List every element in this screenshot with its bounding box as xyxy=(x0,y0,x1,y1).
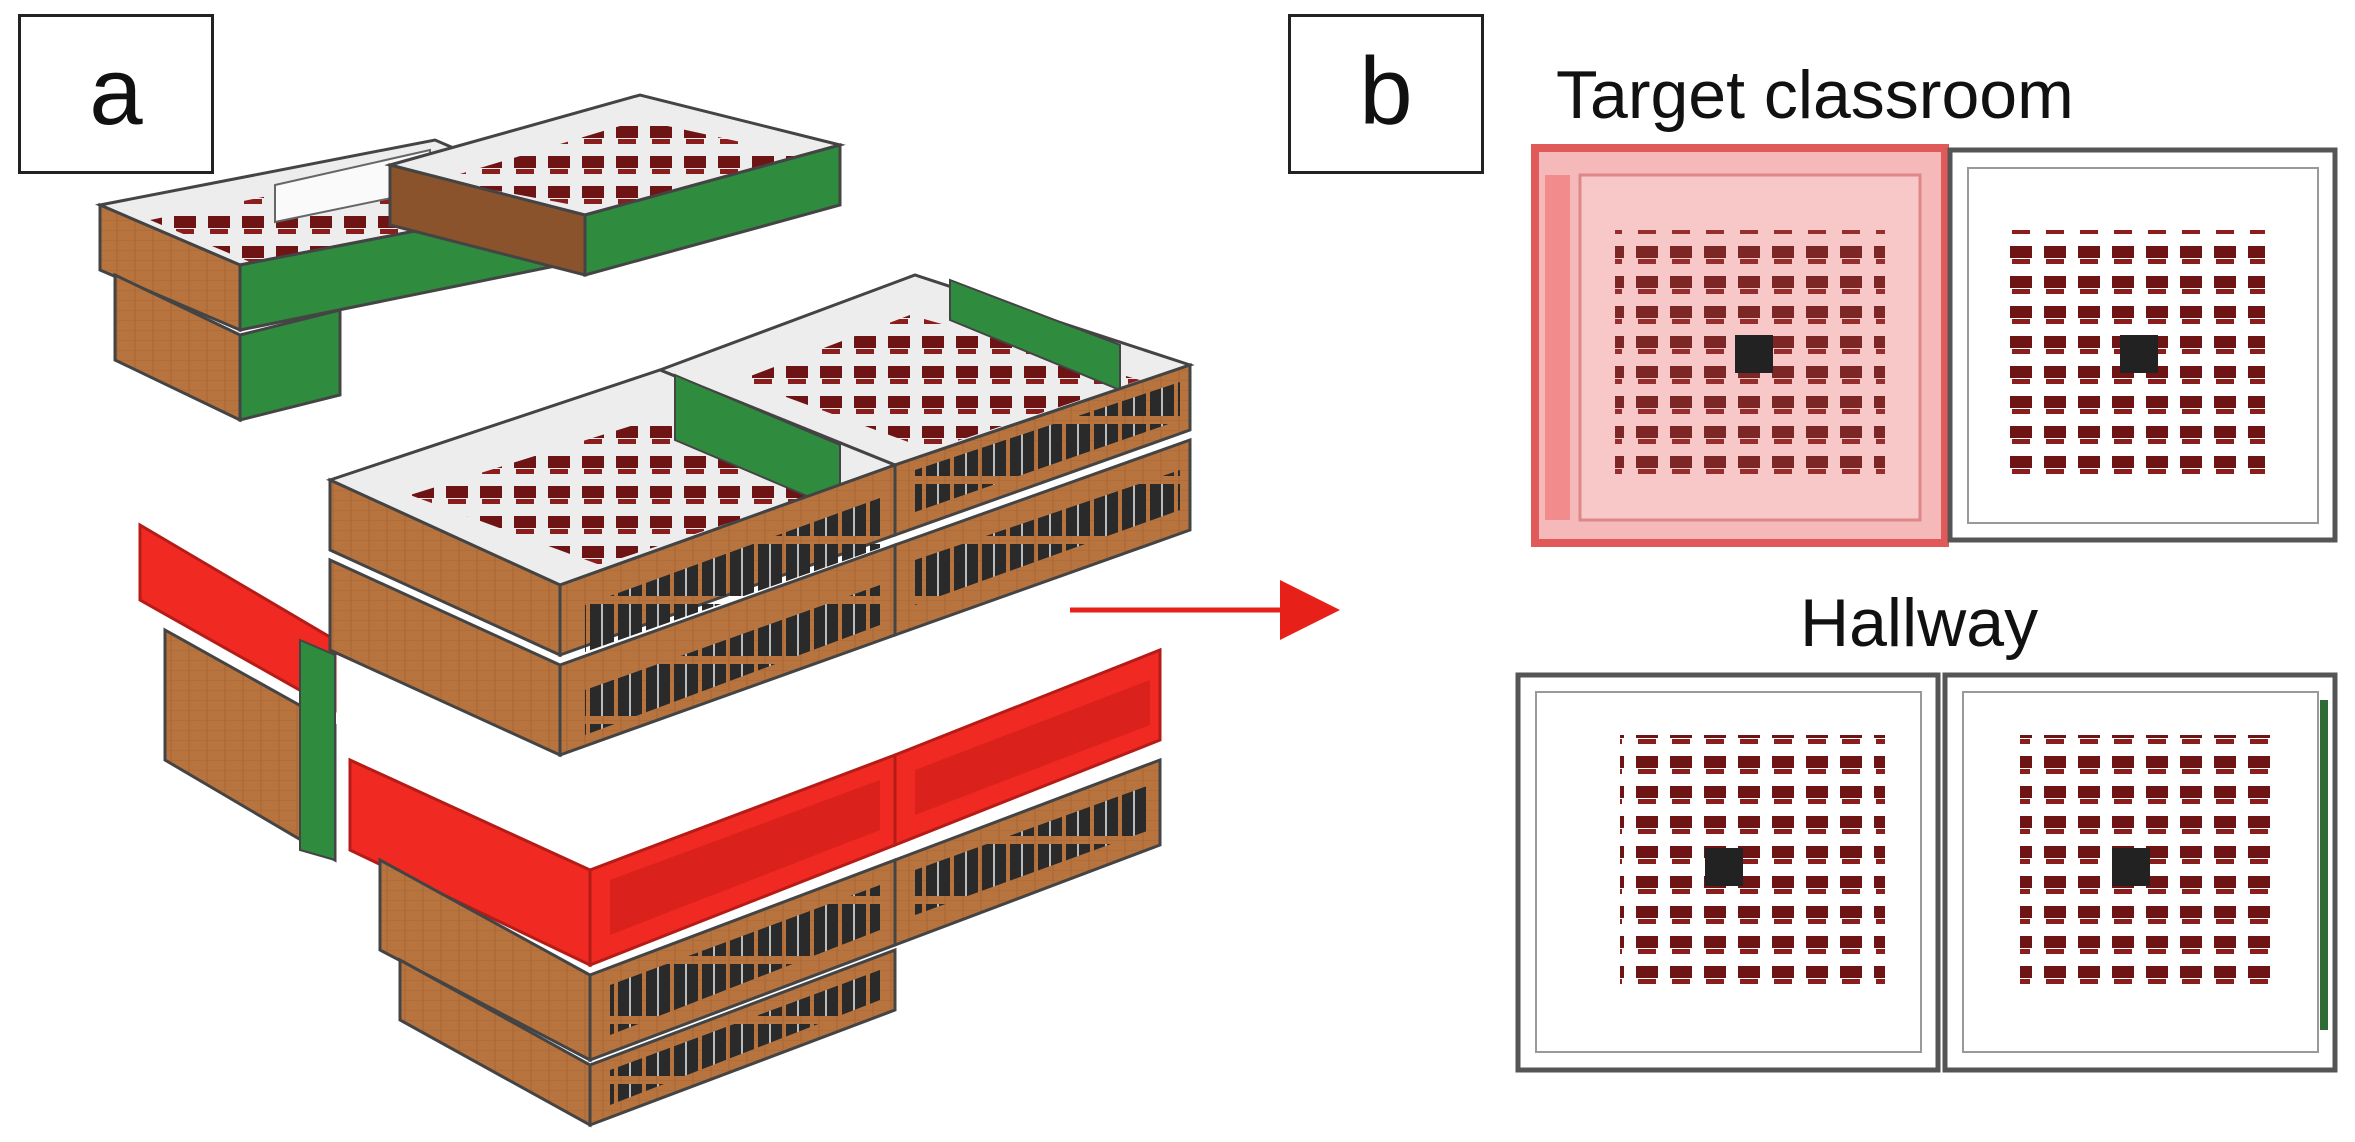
hallway-label: Hallway xyxy=(1800,585,2039,661)
panel-b-label-box: b xyxy=(1288,14,1484,174)
lower-floors xyxy=(378,757,1162,1128)
neighbor-classroom-plan-top xyxy=(1947,147,2338,543)
second-floor xyxy=(328,437,1192,758)
target-classroom-label: Target classroom xyxy=(1556,57,2074,133)
panel-a-label: a xyxy=(89,38,143,145)
hallway-classroom-plan-left xyxy=(1515,672,1941,1073)
back-right-top-room xyxy=(655,273,1195,538)
building-3d-illustration xyxy=(94,93,1340,1128)
front-top-room xyxy=(325,368,900,658)
hallway-classroom-plan-right xyxy=(1942,672,2338,1073)
back-center-top-room xyxy=(384,93,846,277)
panel-a-label-box: a xyxy=(18,14,214,174)
back-left-lower-floors xyxy=(113,272,342,863)
panel-b-label: b xyxy=(1359,38,1413,145)
target-classroom-plan xyxy=(1531,144,1949,547)
target-floor-highlight xyxy=(348,647,1162,968)
